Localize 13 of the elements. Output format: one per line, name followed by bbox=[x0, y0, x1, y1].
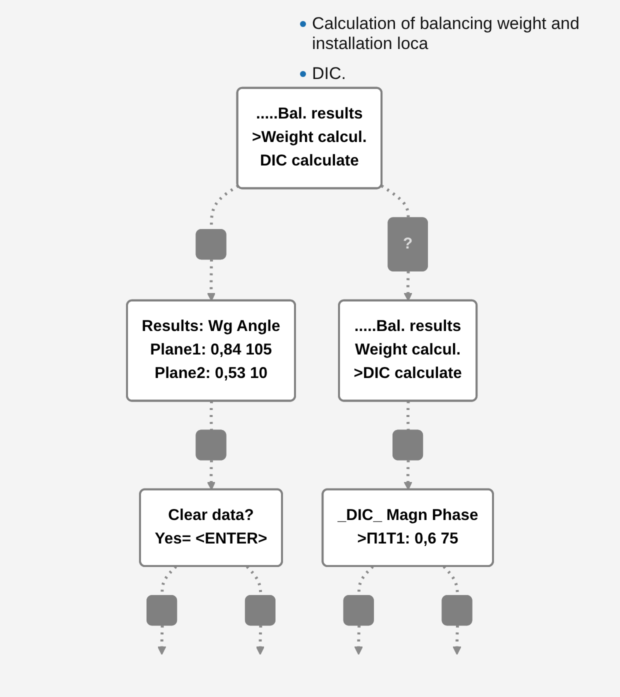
arrow bbox=[404, 460, 412, 490]
arrow bbox=[404, 271, 412, 302]
arrow bbox=[452, 626, 462, 655]
connector bbox=[210, 401, 213, 431]
arrow bbox=[158, 626, 166, 655]
arrow bbox=[354, 626, 363, 655]
arrow bbox=[206, 460, 216, 490]
bullet-note: DIC. bbox=[312, 64, 346, 84]
connector bbox=[380, 184, 410, 218]
connector bbox=[406, 401, 410, 431]
bullet-note: Calculation of balancing weight and installation loca bbox=[312, 14, 580, 54]
arrow bbox=[256, 626, 265, 655]
arrow bbox=[206, 260, 216, 302]
